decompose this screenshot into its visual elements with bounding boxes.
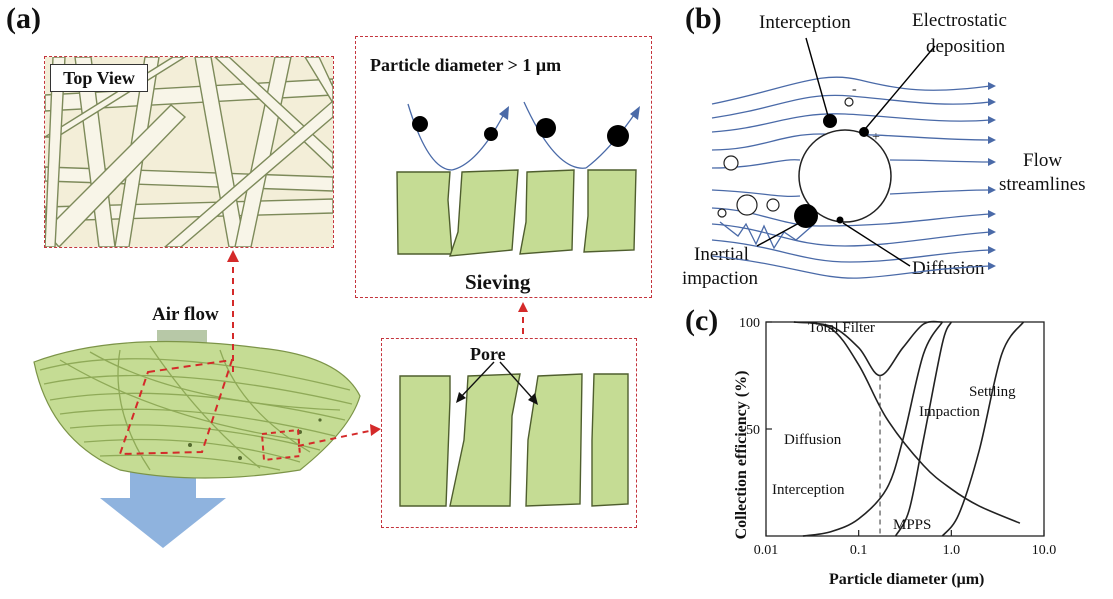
y-tick-label: 100	[739, 316, 760, 331]
particle-open-2	[736, 194, 758, 216]
minus-sign: -	[852, 82, 857, 97]
top-view-label: Top View	[50, 64, 148, 92]
interception-label: Interception	[759, 12, 851, 33]
x-tick-label: 0.1	[850, 543, 868, 558]
panel-b-label: (b)	[685, 2, 722, 35]
chart-y-axis-label: Collection efficiency (%)	[733, 370, 750, 540]
x-tick-label: 1.0	[943, 543, 961, 558]
series-settling	[941, 321, 1025, 537]
inertial-label-line2: impaction	[682, 268, 758, 289]
series-impaction	[894, 321, 953, 537]
panel-c-label: (c)	[685, 304, 719, 337]
particle-diameter-label: Particle diameter > 1 μm	[370, 55, 562, 75]
particle-electrostatic	[859, 127, 869, 137]
particle-diffusion	[836, 216, 844, 224]
flow-label-line2: streamlines	[999, 174, 1086, 195]
electrostatic-label-line1: Electrostatic	[912, 10, 1007, 31]
impaction-label: Impaction	[919, 404, 980, 420]
sieving-illustration	[396, 101, 640, 257]
series-diffusion	[793, 321, 1021, 524]
x-tick-label: 0.01	[754, 543, 779, 558]
electrostatic-label-line2: deposition	[926, 36, 1006, 57]
total-filter-label: Total Filter	[808, 320, 875, 336]
series-interception	[802, 321, 944, 537]
sieving-label: Sieving	[465, 270, 531, 294]
clean-air-arrow	[100, 470, 226, 548]
particle-interception	[823, 114, 837, 128]
chart-x-axis-label: Particle diameter (μm)	[829, 571, 985, 588]
connector-to-pore	[297, 429, 375, 447]
x-tick-label: 10.0	[1032, 543, 1057, 558]
particle-open-4	[844, 97, 854, 107]
panel-a-label: (a)	[6, 2, 41, 35]
sieving-box	[355, 36, 652, 298]
flow-label-line1: Flow	[1023, 150, 1063, 171]
settling-label: Settling	[969, 384, 1016, 400]
particle-open-5	[766, 198, 780, 212]
diffusion-label-c: Diffusion	[784, 432, 842, 448]
particle-open-3	[717, 208, 727, 218]
fiber-mat	[33, 340, 361, 479]
particle-open-1	[723, 155, 739, 171]
streamlines	[711, 76, 991, 279]
top-view-region-marker	[118, 358, 234, 456]
interception-label-c: Interception	[772, 482, 845, 498]
y-tick-label: 50	[746, 423, 760, 438]
air-flow-label: Air flow	[152, 304, 219, 325]
pore-label: Pore	[470, 344, 506, 364]
fiber-cross-section	[798, 129, 892, 223]
pore-box	[381, 338, 637, 528]
inertial-label-line1: Inertial	[694, 244, 749, 265]
mpps-label: MPPS	[893, 517, 932, 533]
plus-sign: +	[872, 130, 880, 145]
pore-illustration	[399, 361, 629, 507]
